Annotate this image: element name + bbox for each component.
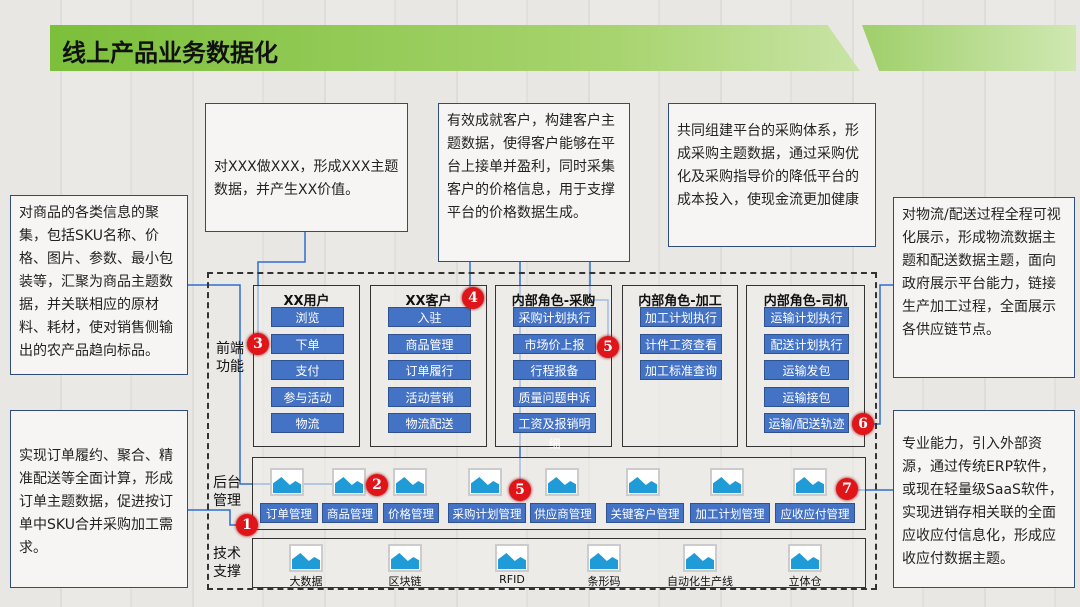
note-finance-data: 专业能力，引入外部资源，通过传统ERP软件，或现在轻量级SaaS软件，实现进销存… <box>893 410 1075 588</box>
title-banner-accent <box>862 25 1076 71</box>
role-panel: 内部角色-采购采购计划执行市场价上报行程报备质量问题申诉工资及报销明细 <box>495 285 612 451</box>
function-button[interactable]: 质量问题申诉 <box>513 386 596 407</box>
note-user-data: 对XXX做XXX，形成XXX主题数据，并产生XX价值。 <box>205 103 408 232</box>
image-placeholder-icon <box>788 544 822 572</box>
image-placeholder-icon <box>587 544 621 572</box>
function-button[interactable]: 参与活动 <box>271 386 344 407</box>
number-badge: 6 <box>852 413 874 435</box>
image-placeholder-icon <box>468 468 502 496</box>
function-button[interactable]: 下单 <box>271 333 344 354</box>
number-badge: 7 <box>836 478 858 500</box>
image-placeholder-icon <box>388 544 422 572</box>
backend-module-button[interactable]: 关键客户管理 <box>606 503 684 523</box>
image-placeholder-icon <box>793 468 827 496</box>
role-panel-title: XX客户 <box>405 294 452 309</box>
number-badge: 4 <box>462 287 484 309</box>
function-button[interactable]: 物流 <box>271 413 344 433</box>
backend-module-button[interactable]: 采购计划管理 <box>448 503 526 523</box>
function-button[interactable]: 计件工资查看 <box>640 333 722 354</box>
role-panel-title: XX用户 <box>283 294 330 309</box>
role-panel: XX客户入驻商品管理订单履行活动营销物流配送 <box>370 285 487 447</box>
tech-item-label: 自动化生产线 <box>667 575 733 588</box>
tech-item-label: 区块链 <box>388 575 422 588</box>
tech-item-label: 条形码 <box>587 575 621 588</box>
function-button[interactable]: 浏览 <box>271 307 344 327</box>
function-button[interactable]: 工资及报销明细 <box>513 413 596 451</box>
tech-item-label: 大数据 <box>289 575 323 588</box>
function-button[interactable]: 商品管理 <box>388 333 471 354</box>
function-button[interactable]: 入驻 <box>388 307 471 327</box>
image-placeholder-icon <box>270 468 304 496</box>
number-badge: 1 <box>236 514 258 536</box>
function-button[interactable]: 运输/配送轨迹 <box>764 413 849 433</box>
number-badge: 3 <box>247 333 269 355</box>
image-placeholder-icon <box>710 468 744 496</box>
function-button[interactable]: 采购计划执行 <box>513 307 596 327</box>
function-button[interactable]: 订单履行 <box>388 360 471 380</box>
image-placeholder-icon <box>545 468 579 496</box>
tech-item-label: RFID <box>499 573 525 586</box>
note-purchase-data: 共同组建平台的采购体系，形成采购主题数据，通过采购优化及采购指导价的降低平台的成… <box>668 103 876 247</box>
section-label-frontend: 前端功能 <box>216 341 244 375</box>
image-placeholder-icon <box>495 544 529 572</box>
image-placeholder-icon <box>626 468 660 496</box>
function-button[interactable]: 运输接包 <box>764 386 849 407</box>
note-customer-data: 有效成就客户，构建客户主题数据，使得客户能够在平台上接单并盈利，同时采集客户的价… <box>438 103 630 262</box>
backend-module-button[interactable]: 应收应付管理 <box>775 503 855 523</box>
tech-item-label: 立体仓 <box>788 575 822 588</box>
backend-module-button[interactable]: 价格管理 <box>383 503 439 523</box>
backend-module-button[interactable]: 商品管理 <box>322 503 378 523</box>
note-product-data: 对商品的各类信息的聚集，包括SKU名称、价格、图片、参数、最小包装等，汇聚为商品… <box>10 195 188 375</box>
function-button[interactable]: 行程报备 <box>513 360 596 380</box>
role-panel: 内部角色-司机运输计划执行配送计划执行运输发包运输接包运输/配送轨迹 <box>746 285 865 447</box>
backend-module-button[interactable]: 订单管理 <box>260 503 318 523</box>
image-placeholder-icon <box>393 468 427 496</box>
role-panel-title: 内部角色-加工 <box>638 294 722 309</box>
function-button[interactable]: 配送计划执行 <box>764 333 849 354</box>
section-label-tech: 技术支撑 <box>213 546 241 580</box>
backend-module-button[interactable]: 加工计划管理 <box>690 503 770 523</box>
backend-module-button[interactable]: 供应商管理 <box>530 503 596 523</box>
function-button[interactable]: 加工标准查询 <box>640 360 722 380</box>
function-button[interactable]: 物流配送 <box>388 413 471 433</box>
function-button[interactable]: 加工计划执行 <box>640 307 722 327</box>
function-button[interactable]: 活动营销 <box>388 386 471 407</box>
function-button[interactable]: 运输计划执行 <box>764 307 849 327</box>
note-order-data: 实现订单履约、聚合、精准配送等全面计算，形成订单主题数据，促进按订单中SKU合并… <box>10 410 188 588</box>
function-button[interactable]: 市场价上报 <box>513 333 596 354</box>
number-badge: 5 <box>597 336 619 358</box>
image-placeholder-icon <box>332 468 366 496</box>
image-placeholder-icon <box>683 544 717 572</box>
function-button[interactable]: 支付 <box>271 360 344 380</box>
number-badge: 5 <box>509 479 531 501</box>
role-panel-title: 内部角色-司机 <box>763 294 848 309</box>
role-panel: 内部角色-加工加工计划执行计件工资查看加工标准查询 <box>622 285 738 447</box>
role-panel: XX用户浏览下单支付参与活动物流 <box>253 285 360 447</box>
section-label-backend: 后台管理 <box>213 475 241 509</box>
image-placeholder-icon <box>289 544 323 572</box>
number-badge: 2 <box>366 474 388 496</box>
function-button[interactable]: 运输发包 <box>764 360 849 380</box>
page-title: 线上产品业务数据化 <box>62 39 278 67</box>
tech-panel <box>252 538 866 588</box>
role-panel-title: 内部角色-采购 <box>511 294 596 309</box>
note-logistics-data: 对物流/配送过程全程可视化展示，形成物流数据主题和配送数据主题，面向政府展示平台… <box>893 197 1075 378</box>
title-banner <box>50 25 860 71</box>
architecture-container <box>207 272 877 590</box>
